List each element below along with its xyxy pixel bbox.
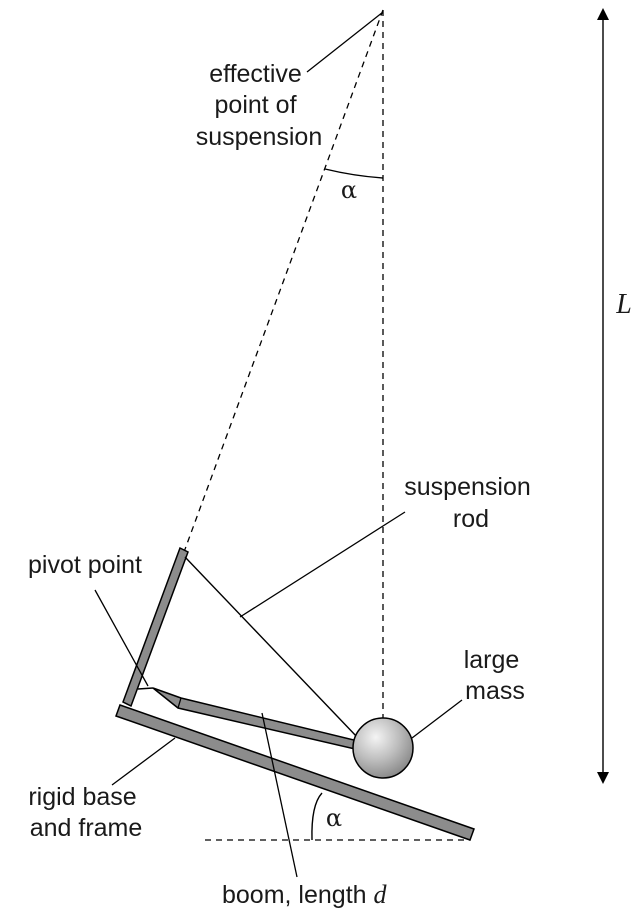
label-length-L: L xyxy=(615,289,632,320)
label-large-mass: large mass xyxy=(464,646,527,705)
label-alpha-top: α xyxy=(341,176,357,204)
label-alpha-bottom: α xyxy=(326,804,342,832)
leader-large-mass xyxy=(411,699,463,739)
rigid-base-bar xyxy=(115,704,475,841)
pivot-connector xyxy=(137,687,154,690)
label-pivot-point: pivot point xyxy=(28,551,142,579)
bottom-alpha-arc xyxy=(311,792,323,841)
leader-boom xyxy=(261,712,298,878)
label-suspension-rod: suspension rod xyxy=(404,473,537,533)
extended-axis-dashed-line xyxy=(183,9,384,553)
top-alpha-arc xyxy=(324,168,384,179)
leader-effective-suspension xyxy=(306,11,384,73)
leader-suspension-rod xyxy=(239,511,406,618)
leader-rigid-base xyxy=(111,737,176,786)
label-boom: boom, length d xyxy=(222,880,388,909)
suspension-rod xyxy=(184,556,359,739)
label-rigid-base: rigid base and frame xyxy=(28,783,143,842)
large-mass-sphere xyxy=(352,717,414,779)
frame-upright-bar xyxy=(122,546,189,708)
label-effective-suspension: effective point of suspension xyxy=(196,60,322,151)
leader-pivot-point xyxy=(94,589,149,687)
